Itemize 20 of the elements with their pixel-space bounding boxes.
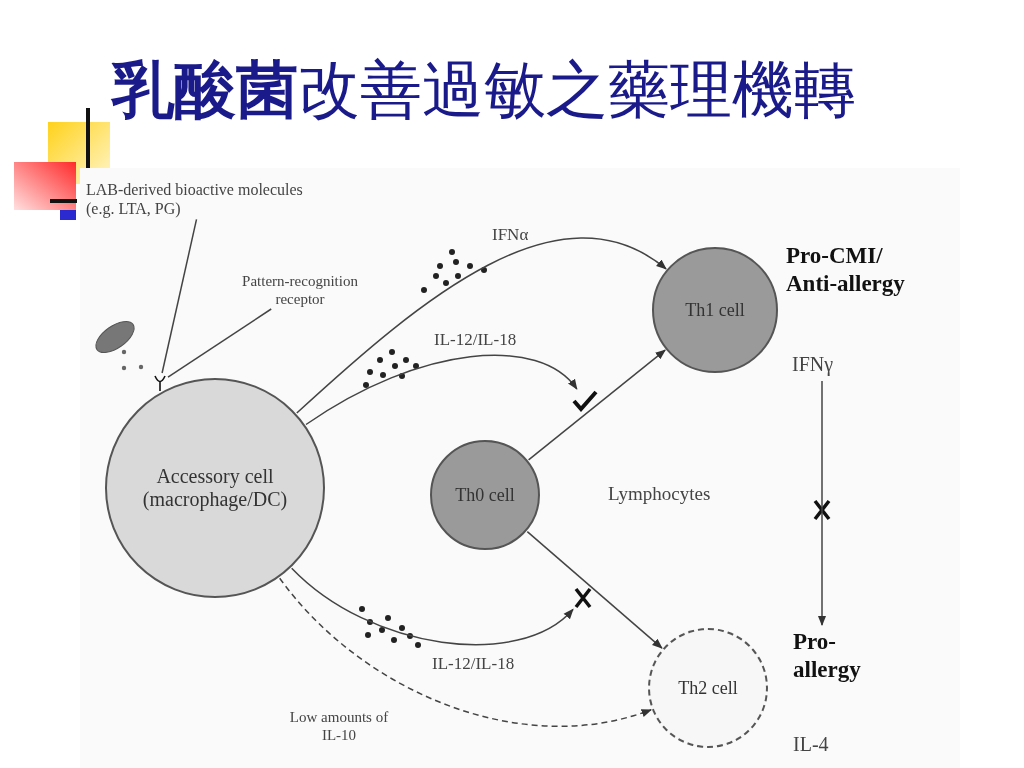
arrow [290, 567, 574, 646]
arrow [817, 380, 827, 627]
outcome-text: Pro-CMI/ Anti-allergy [786, 242, 936, 298]
leader-line [161, 218, 198, 374]
arrow [305, 354, 578, 426]
slide-title: 乳酸菌改善過敏之藥理機轉 [112, 52, 856, 128]
region-label: Lymphocytes [608, 483, 711, 506]
receptor-icon [153, 374, 167, 391]
leader-line [167, 308, 272, 378]
annotation-text: Pattern-recognition receptor [225, 272, 375, 308]
outcome-text: Pro- allergy [793, 628, 893, 684]
annotation-text: LAB-derived bioactive molecules (e.g. LTA, PG) [86, 180, 316, 219]
arrow [296, 237, 667, 414]
arrow [526, 530, 663, 649]
arrow [527, 349, 666, 461]
cytokine-text: IL-4 [793, 732, 853, 756]
cytokine-text: IFNγ [792, 352, 852, 376]
inhibition-mark [574, 587, 592, 609]
check-mark [572, 390, 598, 412]
arrow [278, 577, 652, 727]
